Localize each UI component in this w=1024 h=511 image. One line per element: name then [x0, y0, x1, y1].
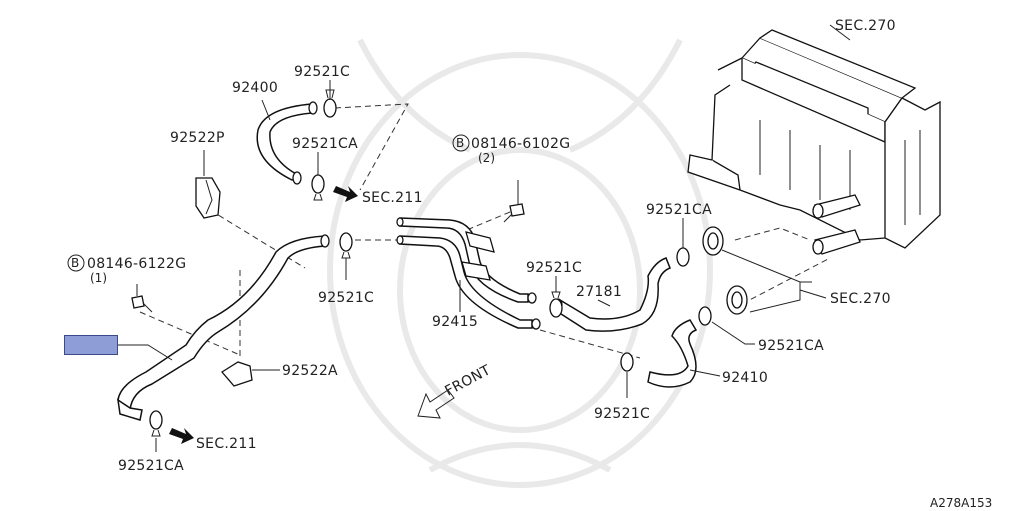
heater-unit — [687, 24, 941, 255]
clamp-92521C-center — [549, 276, 563, 318]
clamp-92521CA-top — [311, 152, 325, 201]
bolt-symbol-6122G: B — [67, 254, 85, 272]
hose-92400 — [256, 101, 318, 185]
label-sec211-top[interactable]: SEC.211 — [362, 190, 423, 206]
label-92400[interactable]: 92400 — [232, 80, 278, 96]
highlight-leader — [118, 344, 173, 361]
label-92410[interactable]: 92410 — [722, 370, 768, 386]
diagram-code: A278A153 — [930, 496, 992, 510]
leader-27181 — [597, 299, 611, 307]
label-27181[interactable]: 27181 — [576, 284, 622, 300]
leader-sec270-right — [721, 249, 812, 313]
label-bolt-6102G[interactable]: 08146-6102G — [471, 136, 570, 152]
bolt-6122G — [131, 284, 153, 313]
bolt-symbol-6102G: B — [452, 134, 470, 152]
arrow-sec211-bottom — [169, 428, 194, 444]
clamp-92521C-mid — [339, 232, 353, 280]
label-92521CA-right[interactable]: 92521CA — [646, 202, 712, 218]
label-sec211-bottom[interactable]: SEC.211 — [196, 436, 257, 452]
clamp-92521C-top — [323, 80, 337, 118]
clamp-92521CA-right — [676, 218, 690, 267]
label-front: FRONT — [442, 362, 493, 399]
arrow-sec211-top — [333, 186, 358, 202]
label-sec270-right[interactable]: SEC.270 — [830, 291, 891, 307]
leader-92400 — [261, 99, 271, 121]
label-92521C-center[interactable]: 92521C — [526, 260, 582, 276]
watermark-emblem — [327, 38, 713, 488]
label-bolt-6122G-qty: (1) — [90, 271, 107, 285]
label-92522P[interactable]: 92522P — [170, 130, 225, 146]
bracket-92522A — [221, 361, 280, 387]
clamp-92521CA-bottom — [149, 410, 163, 452]
label-92521C-mid[interactable]: 92521C — [318, 290, 374, 306]
highlighted-part-marker[interactable] — [64, 335, 118, 355]
clamp-92521CA-lowright — [698, 306, 755, 345]
hose-92410 — [647, 319, 698, 388]
label-92521CA-lowright[interactable]: 92521CA — [758, 338, 824, 354]
label-92521CA-top[interactable]: 92521CA — [292, 136, 358, 152]
label-bolt-6122G[interactable]: 08146-6122G — [87, 256, 186, 272]
label-92521C-top[interactable]: 92521C — [294, 64, 350, 80]
label-92522A[interactable]: 92522A — [282, 363, 338, 379]
leader-92410 — [689, 369, 721, 377]
front-arrow — [417, 389, 455, 419]
clamp-92521C-bottom — [620, 352, 634, 398]
bracket-92522P — [195, 150, 221, 219]
bolt-symbol-letter: B — [456, 136, 464, 150]
bolt-symbol-letter: B — [71, 256, 79, 270]
pipes-92415 — [396, 217, 541, 330]
label-sec270-top[interactable]: SEC.270 — [835, 18, 896, 34]
bolt-6102G — [503, 180, 525, 223]
hose-left-long — [117, 234, 330, 421]
label-bolt-6102G-qty: (2) — [478, 151, 495, 165]
label-92521CA-bottom[interactable]: 92521CA — [118, 458, 184, 474]
label-92415[interactable]: 92415 — [432, 314, 478, 330]
label-92521C-bottom[interactable]: 92521C — [594, 406, 650, 422]
